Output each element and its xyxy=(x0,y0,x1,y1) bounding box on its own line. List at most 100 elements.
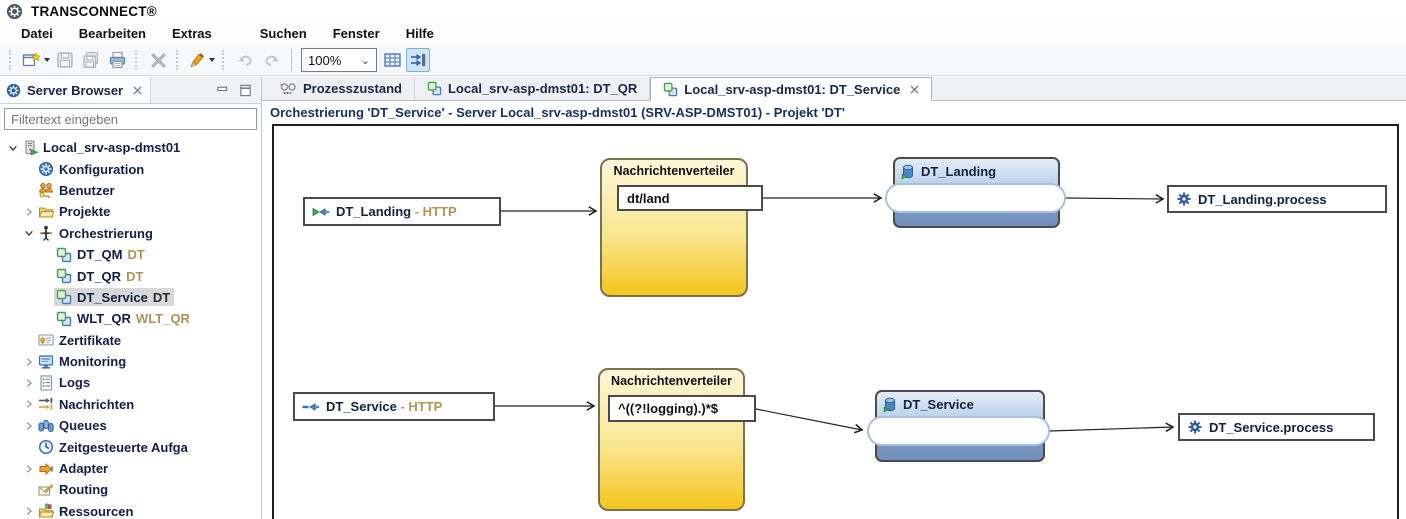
delete-button[interactable] xyxy=(146,48,170,72)
chevron-closed-icon[interactable] xyxy=(22,419,36,433)
distributor-title: Nachrichtenverteiler xyxy=(611,374,732,388)
message-distributor-node[interactable]: Nachrichtenverteiler xyxy=(598,368,745,511)
toolbar: 100% ⌄ xyxy=(0,45,1406,76)
print-button[interactable] xyxy=(105,48,129,72)
tree-item-benutzer[interactable]: Benutzer xyxy=(0,180,261,201)
chevron-open-icon[interactable] xyxy=(22,226,36,240)
menu-extras[interactable]: Extras xyxy=(172,25,212,41)
tree-item-ressourcen[interactable]: Ressourcen xyxy=(0,501,261,519)
chevron-closed-icon[interactable] xyxy=(22,504,36,518)
chevron-closed-icon[interactable] xyxy=(22,205,36,219)
tab-dt-qr[interactable]: Local_srv-asp-dmst01: DT_QR xyxy=(415,77,651,100)
config-icon xyxy=(39,162,53,177)
menu-bar: Datei Bearbeiten Extras Suchen Fenster H… xyxy=(0,22,1406,45)
server-icon xyxy=(25,140,38,156)
close-icon[interactable] xyxy=(910,84,919,94)
entry-node-dt-landing[interactable]: DT_Landing - HTTP xyxy=(303,197,501,226)
minimize-icon[interactable] xyxy=(215,84,230,97)
server-browser-panel: Server Browser Local_srv-asp-dmst01 Konf… xyxy=(0,77,262,519)
editor-tab-bar: Prozesszustand Local_srv-asp-dmst01: DT_… xyxy=(262,77,1406,101)
menu-datei[interactable]: Datei xyxy=(21,25,53,41)
save-icon xyxy=(57,52,73,68)
zoom-select[interactable]: 100% ⌄ xyxy=(301,48,377,72)
tab-prozesszustand[interactable]: Prozesszustand xyxy=(268,77,415,100)
chevron-none xyxy=(40,290,54,304)
filter-input[interactable] xyxy=(4,108,257,130)
http-entry-green-icon xyxy=(312,207,330,216)
orchestration-icon xyxy=(56,311,72,327)
chevron-down-icon: ⌄ xyxy=(360,54,370,67)
tree-item-logs[interactable]: Logs xyxy=(0,372,261,393)
chevron-open-icon[interactable] xyxy=(6,141,20,155)
tree-item-local-srv-asp-dmst01[interactable]: Local_srv-asp-dmst01 xyxy=(0,137,261,158)
redo-button[interactable] xyxy=(259,48,283,72)
clock-icon xyxy=(38,440,54,455)
tree-item-monitoring[interactable]: Monitoring xyxy=(0,351,261,372)
server-browser-tab[interactable]: Server Browser xyxy=(0,77,152,103)
menu-fenster[interactable]: Fenster xyxy=(332,25,380,41)
queue-capsule[interactable] xyxy=(867,416,1050,446)
tab-label: Prozesszustand xyxy=(303,81,402,96)
chevron-none xyxy=(40,312,54,326)
chevron-closed-icon[interactable] xyxy=(22,355,36,369)
new-dropdown-caret[interactable] xyxy=(44,58,50,62)
save-button[interactable] xyxy=(53,48,77,72)
tree-item-nachrichten[interactable]: Nachrichten xyxy=(0,394,261,415)
queue-name: DT_Service xyxy=(903,397,974,412)
chevron-none xyxy=(22,333,36,347)
save-all-button[interactable] xyxy=(79,48,103,72)
chevron-closed-icon[interactable] xyxy=(22,462,36,476)
messages-icon xyxy=(39,398,53,411)
menu-bearbeiten[interactable]: Bearbeiten xyxy=(78,25,146,41)
undo-button[interactable] xyxy=(233,48,257,72)
maximize-icon[interactable] xyxy=(238,84,253,97)
auto-layout-button[interactable] xyxy=(406,48,430,72)
tree-item-routing[interactable]: Routing xyxy=(0,479,261,500)
process-name: DT_Service.process xyxy=(1209,419,1334,435)
orchestration-icon xyxy=(56,247,72,262)
zoom-value: 100% xyxy=(308,52,342,68)
process-node-dt-landing[interactable]: DT_Landing.process xyxy=(1167,185,1387,213)
chevron-closed-icon[interactable] xyxy=(22,376,36,390)
gear-logo-icon xyxy=(6,3,23,19)
chevron-none xyxy=(22,183,36,197)
filter-area xyxy=(0,104,261,132)
queues-icon xyxy=(38,419,54,432)
adapter-icon xyxy=(39,462,53,475)
distributor-filter[interactable]: dt/land xyxy=(617,185,763,211)
entry-node-dt-service[interactable]: DT_Service - HTTP xyxy=(293,392,495,421)
highlighter-dropdown-caret[interactable] xyxy=(209,58,215,62)
queue-cylinder-icon xyxy=(883,397,895,412)
tree-item-projekte[interactable]: Projekte xyxy=(0,201,261,222)
message-distributor-node[interactable]: Nachrichtenverteiler xyxy=(600,158,748,297)
tab-dt-service[interactable]: Local_srv-asp-dmst01: DT_Service xyxy=(650,77,933,101)
orchestration-canvas[interactable] xyxy=(272,124,1399,519)
http-entry-blue-icon xyxy=(302,402,320,411)
tree-item-queues[interactable]: Queues xyxy=(0,415,261,436)
chevron-closed-icon[interactable] xyxy=(22,397,36,411)
menu-hilfe[interactable]: Hilfe xyxy=(405,25,434,41)
menu-suchen[interactable]: Suchen xyxy=(259,25,307,41)
tree-item-zeitgesteuerte-aufga[interactable]: Zeitgesteuerte Aufga xyxy=(0,436,261,457)
tree-item-orchestrierung[interactable]: Orchestrierung xyxy=(0,223,261,244)
queue-capsule[interactable] xyxy=(885,183,1066,213)
orchestration-icon xyxy=(56,268,72,284)
tree-item-zertifikate[interactable]: Zertifikate xyxy=(0,330,261,351)
tree-item-konfiguration[interactable]: Konfiguration xyxy=(0,158,261,179)
new-button[interactable] xyxy=(20,48,51,72)
close-icon[interactable] xyxy=(133,85,142,95)
tree-item-adapter[interactable]: Adapter xyxy=(0,458,261,479)
process-node-dt-service[interactable]: DT_Service.process xyxy=(1178,413,1375,441)
users-icon xyxy=(39,183,53,199)
distributor-filter[interactable]: ^((?!logging).)*$ xyxy=(608,395,756,422)
server-browser-title: Server Browser xyxy=(27,82,124,98)
highlighter-button[interactable] xyxy=(187,48,216,72)
process-state-icon xyxy=(280,83,296,94)
grid-button[interactable] xyxy=(380,48,404,72)
save-all-icon xyxy=(83,51,99,69)
entry-name: DT_Landing xyxy=(336,204,412,219)
